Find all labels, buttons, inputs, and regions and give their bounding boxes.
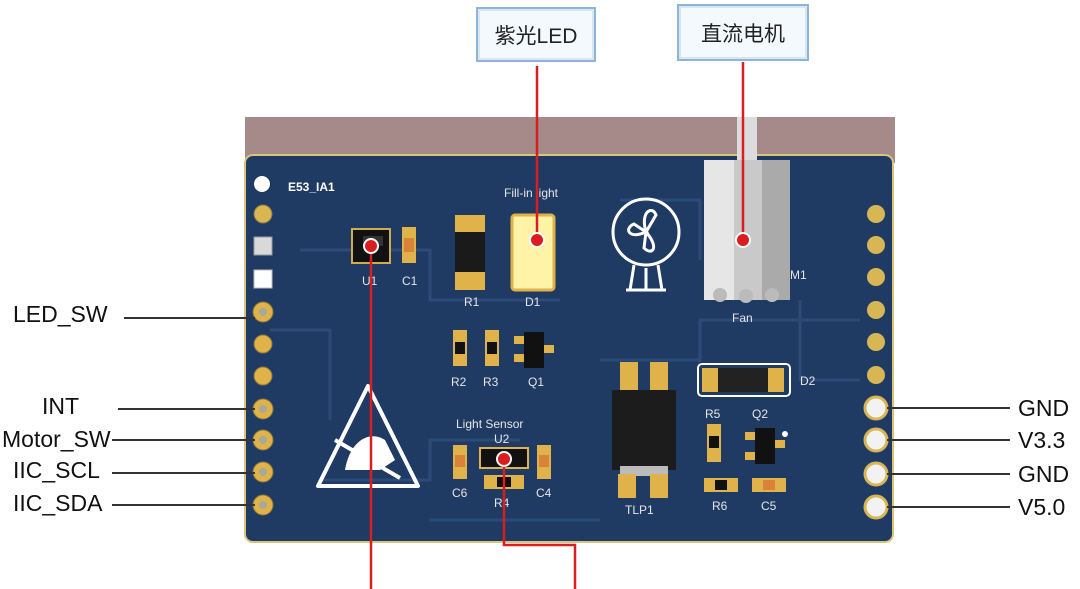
right-pin-lines [887, 407, 1010, 508]
right-header [863, 205, 889, 520]
callout-markers [363, 232, 751, 467]
q2-transistor [745, 428, 788, 464]
callout-purple-led: 紫光LED [476, 7, 596, 62]
pin-label-gnd-2: GND [1018, 461, 1070, 487]
board-name: E53_IA1 [288, 180, 335, 194]
label-r2: R2 [451, 375, 467, 389]
label-r6: R6 [712, 499, 728, 513]
leader-lines [369, 62, 745, 589]
callout-purple-led-text: 紫光LED [494, 24, 578, 48]
label-c6: C6 [452, 486, 468, 500]
left-header [252, 204, 274, 516]
label-c1: C1 [402, 274, 418, 288]
label-q2: Q2 [752, 407, 768, 421]
d2-diode [697, 363, 791, 397]
pin-label-v50: V5.0 [1018, 494, 1066, 520]
q1-transistor [514, 332, 554, 368]
mounting-hole [254, 176, 270, 192]
d1-led [510, 213, 556, 292]
label-m1: M1 [790, 268, 807, 282]
fan-icon [611, 197, 681, 292]
callout-dc-motor-text: 直流电机 [701, 22, 785, 46]
label-fan: Fan [732, 311, 753, 325]
pin-label-iic-scl: IIC_SCL [13, 457, 100, 483]
pin-label-gnd-1: GND [1018, 395, 1070, 421]
callout-dc-motor: 直流电机 [677, 4, 809, 61]
pin-label-led-sw: LED_SW [13, 301, 108, 327]
label-r5: R5 [705, 407, 721, 421]
label-r4: R4 [494, 496, 510, 510]
pcb-board [244, 154, 894, 543]
label-q1: Q1 [528, 375, 544, 389]
left-pin-lines [112, 317, 255, 506]
label-r3: R3 [483, 375, 499, 389]
label-c4: C4 [536, 486, 552, 500]
label-d2: D2 [800, 374, 816, 388]
tlp1-mosfet [612, 362, 676, 498]
pin-label-iic-sda: IIC_SDA [13, 490, 103, 516]
label-r1: R1 [464, 295, 480, 309]
label-c5: C5 [761, 499, 777, 513]
pin-label-motor-sw: Motor_SW [2, 426, 111, 452]
pin-label-int: INT [42, 393, 80, 419]
label-tlp1: TLP1 [625, 503, 654, 517]
label-fill-in-light: Fill-in light [504, 186, 559, 200]
pin-label-v33: V3.3 [1018, 427, 1066, 453]
label-u2: U2 [494, 432, 510, 446]
label-d1: D1 [525, 295, 541, 309]
label-light-sensor: Light Sensor [456, 417, 523, 431]
